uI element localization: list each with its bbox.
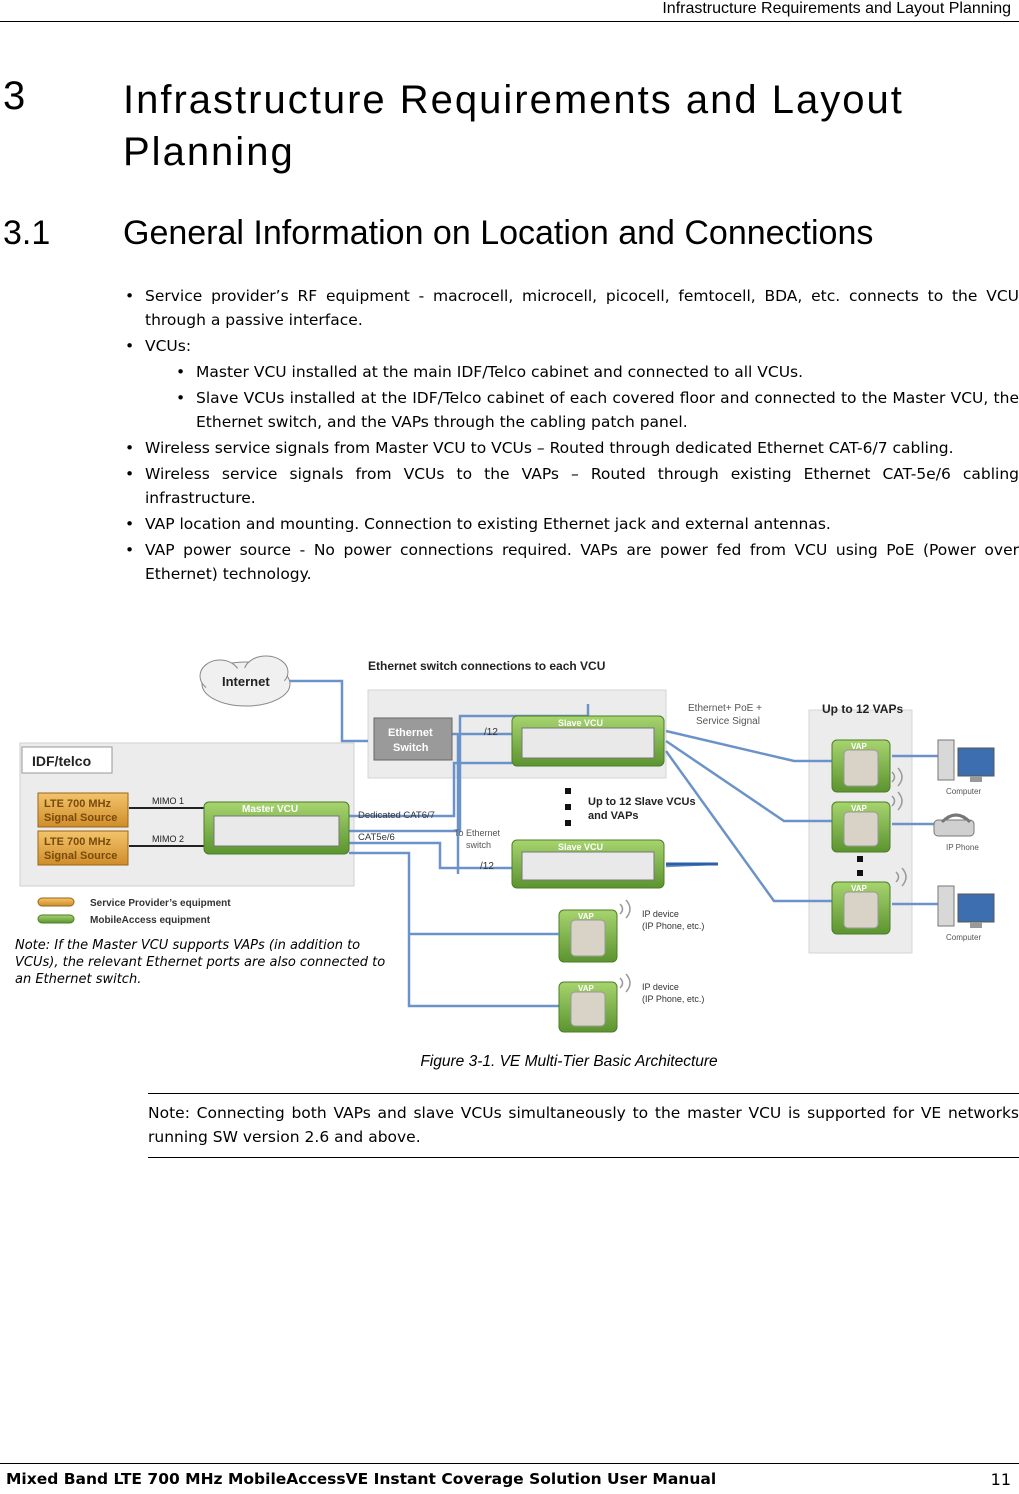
ip-device-label-2: (IP Phone, etc.): [642, 994, 704, 1004]
section-title: General Information on Location and Conn…: [123, 214, 874, 252]
computer-icon: [937, 885, 995, 928]
computer-icon: [937, 739, 995, 782]
ip-device-label-2: (IP Phone, etc.): [642, 921, 704, 931]
bullet-text: VCUs:: [145, 337, 192, 355]
poe-label-2: Service Signal: [696, 716, 760, 727]
computer-label: Computer: [946, 787, 981, 796]
to-ethernet-label-2: switch: [466, 840, 491, 850]
svg-text:VAP: VAP: [578, 912, 595, 921]
lte-source-2: [37, 830, 129, 866]
legend-swatch-orange: [37, 897, 75, 907]
lte-label: LTE 700 MHz: [44, 798, 112, 810]
note-bottom-rule: [148, 1157, 1019, 1158]
ip-phone-label: IP Phone: [946, 843, 979, 852]
vap-unit: VAP: [558, 981, 618, 1033]
idf-label: IDF/telco: [32, 753, 91, 769]
legend-ma-label: MobileAccess equipment: [90, 915, 211, 926]
page-number: 11: [990, 1470, 1011, 1489]
chapter-title: Infrastructure Requirements and Layout P…: [123, 78, 904, 174]
running-header: Infrastructure Requirements and Layout P…: [662, 0, 1011, 17]
vap-unit: VAP: [831, 739, 891, 793]
cable-lines: [286, 679, 939, 1008]
note-text: Note: Connecting both VAPs and slave VCU…: [148, 1104, 1019, 1146]
bullet-list-container: Service provider’s RF equipment - macroc…: [125, 284, 1019, 586]
up12slave-label-2: and VAPs: [588, 810, 639, 822]
lte-label: Signal Source: [44, 812, 117, 824]
footer-rule: [0, 1463, 1019, 1464]
computer-label: Computer: [946, 933, 981, 942]
mimo2-label: MIMO 2: [152, 834, 184, 844]
bullet-item: VCUs: Master VCU installed at the main I…: [125, 334, 1019, 434]
vap-unit: VAP: [831, 881, 891, 935]
internet-label: Internet: [222, 674, 270, 689]
section-number: 3.1: [3, 214, 51, 252]
ip-device-label-1: IP device: [642, 909, 679, 919]
switch-label-1: Ethernet: [388, 727, 433, 739]
idf-label-box: [21, 746, 113, 774]
chapter-number: 3: [3, 74, 27, 118]
svg-text:VAP: VAP: [578, 984, 595, 993]
lte-label: Signal Source: [44, 850, 117, 862]
ip-device-label-1: IP device: [642, 982, 679, 992]
bullet-item: Wireless service signals from VCUs to th…: [125, 462, 1019, 510]
svg-text:VAP: VAP: [851, 804, 868, 813]
up12slave-label-1: Up to 12 Slave VCUs: [588, 796, 696, 808]
dedicated-label: Dedicated CAT6/7: [358, 810, 435, 821]
antenna-icons: [619, 767, 907, 993]
vap-unit: VAP: [831, 801, 891, 853]
up12vaps-label: Up to 12 VAPs: [822, 702, 903, 716]
master-vcu-label: Master VCU: [242, 804, 298, 815]
mimo1-label: MIMO 1: [152, 796, 184, 806]
bullet-item: VAP power source - No power connections …: [125, 538, 1019, 586]
slave-vcu-label: Slave VCU: [558, 718, 603, 728]
legend-swatch-green: [37, 914, 75, 924]
internet-cloud: [199, 655, 291, 707]
ellipsis-dots: [565, 788, 863, 876]
bullet-item: VAP location and mounting. Connection to…: [125, 512, 1019, 536]
bullet-item: Wireless service signals from Master VCU…: [125, 436, 1019, 460]
vap-unit: VAP: [558, 909, 618, 963]
slash12-label: /12: [484, 727, 498, 738]
figure-note: Note: If the Master VCU supports VAPs (i…: [15, 938, 386, 987]
figure-caption: Figure 3-1. VE Multi-Tier Basic Architec…: [420, 1053, 718, 1070]
lte-source-1: [37, 792, 129, 828]
switch-connections-label: Ethernet switch connections to each VCU: [368, 659, 605, 673]
cat5-label: CAT5e/6: [358, 832, 395, 843]
sub-bullet-item: Slave VCUs installed at the IDF/Telco ca…: [176, 386, 1019, 434]
sub-bullet-item: Master VCU installed at the main IDF/Tel…: [176, 360, 1019, 384]
svg-text:VAP: VAP: [851, 742, 868, 751]
svg-text:VAP: VAP: [851, 884, 868, 893]
bullet-item: Service provider’s RF equipment - macroc…: [125, 284, 1019, 332]
footer-title: Mixed Band LTE 700 MHz MobileAccessVE In…: [6, 1470, 717, 1488]
to-ethernet-label-1: To Ethernet: [454, 828, 501, 838]
legend-sp-label: Service Provider’s equipment: [90, 898, 231, 909]
ip-phone-icon: [933, 813, 975, 837]
lte-label: LTE 700 MHz: [44, 836, 112, 848]
ethernet-switch: [373, 717, 453, 761]
slash12-label: /12: [480, 861, 494, 872]
switch-label-2: Switch: [393, 742, 429, 754]
header-rule: [0, 21, 1019, 22]
poe-label-1: Ethernet+ PoE +: [688, 703, 762, 714]
note-top-rule: [148, 1093, 1019, 1094]
slave-vcu-label: Slave VCU: [558, 842, 603, 852]
architecture-diagram: IDF/telco Internet Ethernet Switch Ether…: [19, 655, 995, 1033]
